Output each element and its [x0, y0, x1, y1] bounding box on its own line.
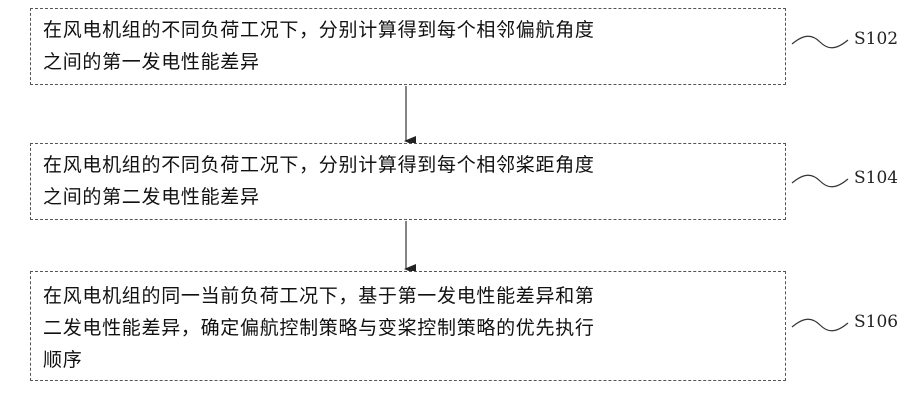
- step-s106-line-2: 二发电性能差异，确定偏航控制策略与变桨控制策略的优先执行: [43, 316, 775, 340]
- step-label-s106: S106: [854, 312, 898, 332]
- step-s104-line-1: 在风电机组的不同负荷工况下，分别计算得到每个相邻桨距角度: [43, 153, 775, 177]
- step-box-s102: 在风电机组的不同负荷工况下，分别计算得到每个相邻偏航角度 之间的第一发电性能差异: [30, 8, 786, 85]
- step-box-s104: 在风电机组的不同负荷工况下，分别计算得到每个相邻桨距角度 之间的第二发电性能差异: [30, 143, 786, 220]
- step-label-s102: S102: [854, 29, 898, 49]
- step-s102-line-2: 之间的第一发电性能差异: [43, 50, 775, 74]
- step-s102-line-1: 在风电机组的不同负荷工况下，分别计算得到每个相邻偏航角度: [43, 18, 775, 42]
- step-s106-line-3: 顺序: [43, 348, 775, 372]
- label-leader-s106: [792, 319, 848, 331]
- step-label-s104: S104: [854, 168, 898, 188]
- step-s104-line-2: 之间的第二发电性能差异: [43, 185, 775, 209]
- step-box-s106: 在风电机组的同一当前负荷工况下，基于第一发电性能差异和第 二发电性能差异，确定偏…: [30, 271, 786, 381]
- label-leader-s102: [792, 36, 848, 48]
- label-leader-s104: [792, 175, 848, 187]
- step-s106-line-1: 在风电机组的同一当前负荷工况下，基于第一发电性能差异和第: [43, 284, 775, 308]
